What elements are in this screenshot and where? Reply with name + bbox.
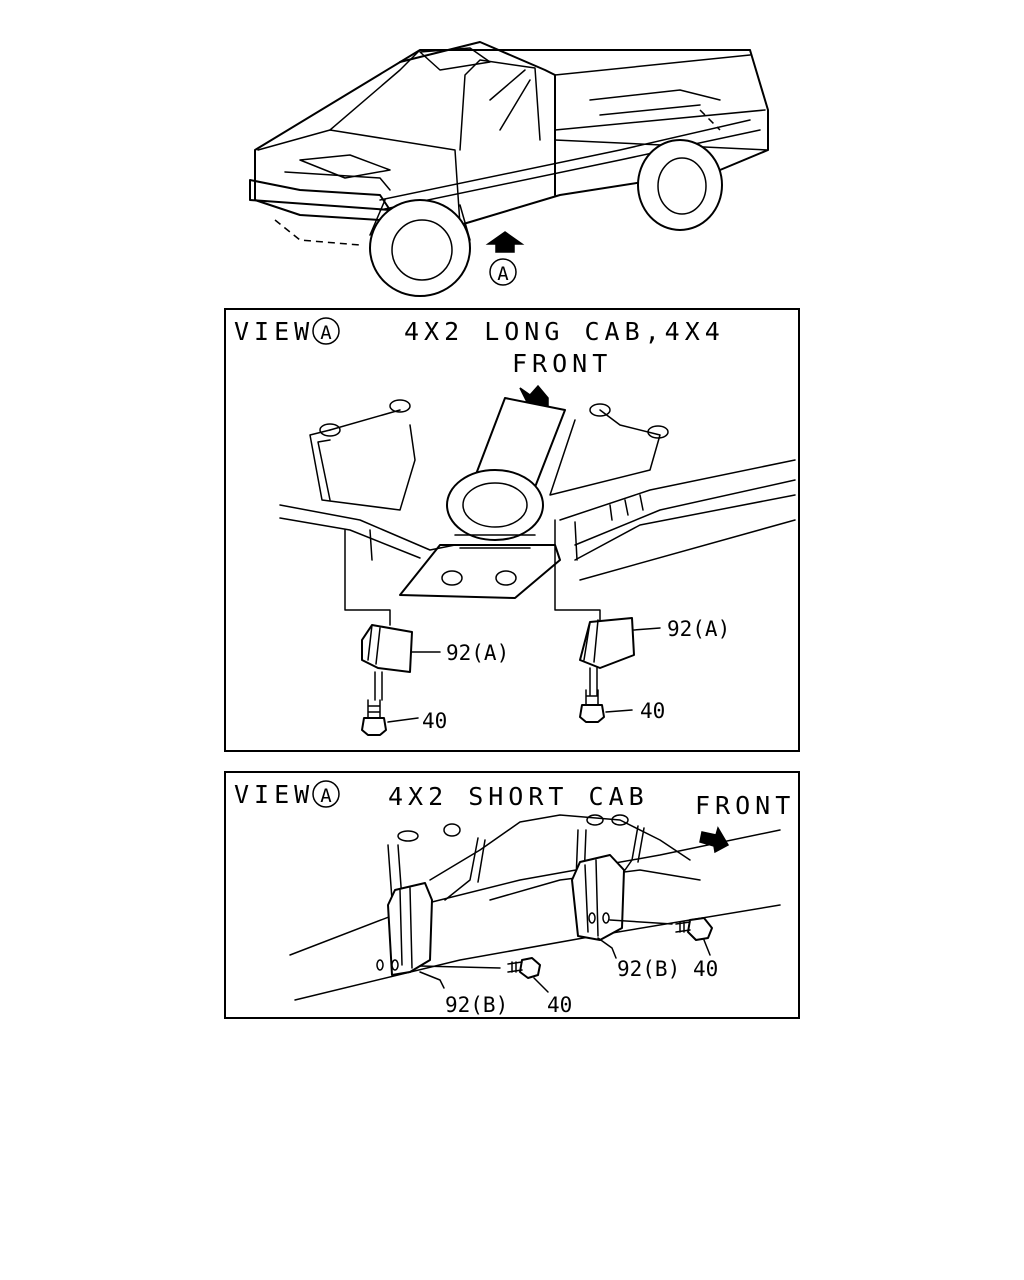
bolt-left-part — [519, 957, 541, 979]
label-bolt-right: 40 — [640, 699, 665, 723]
view-label: VIEW — [234, 780, 314, 809]
view-label: VIEW — [234, 317, 314, 346]
callout-circle — [489, 258, 517, 286]
label-bracket-right: 92(B) — [617, 957, 680, 981]
label-bolt-right: 40 — [693, 957, 718, 981]
label-bolt-left: 40 — [422, 709, 447, 733]
view-marker: A — [320, 322, 332, 344]
bolt-left-part — [361, 717, 387, 736]
front-label: FRONT — [695, 791, 795, 820]
view-title: 4X2 SHORT CAB — [388, 782, 649, 811]
bracket-left-part — [387, 882, 433, 976]
label-bracket-left: 92(A) — [446, 641, 509, 665]
label-bolt-left: 40 — [547, 993, 572, 1017]
front-arrow-icon — [699, 826, 730, 854]
view-marker-circle — [312, 780, 340, 808]
view-direction-arrow — [485, 231, 525, 253]
view-marker: A — [320, 785, 332, 807]
truck-illustration: A — [249, 41, 769, 297]
callout-marker: A — [497, 263, 509, 285]
label-bracket-left: 92(B) — [445, 993, 508, 1017]
view-panel-short-cab: VIEW A 4X2 SHORT CAB FRONT — [224, 771, 800, 1019]
label-bracket-right: 92(A) — [667, 617, 730, 641]
front-label: FRONT — [512, 349, 612, 378]
view-title: 4X2 LONG CAB,4X4 — [404, 317, 725, 346]
bolt-right-part — [579, 704, 605, 723]
bracket-right-part — [579, 617, 635, 669]
bolt-right-part — [687, 917, 713, 941]
view-panel-long-cab: VIEW A 4X2 LONG CAB,4X4 FRONT — [224, 308, 800, 752]
view-marker-circle — [312, 317, 340, 345]
